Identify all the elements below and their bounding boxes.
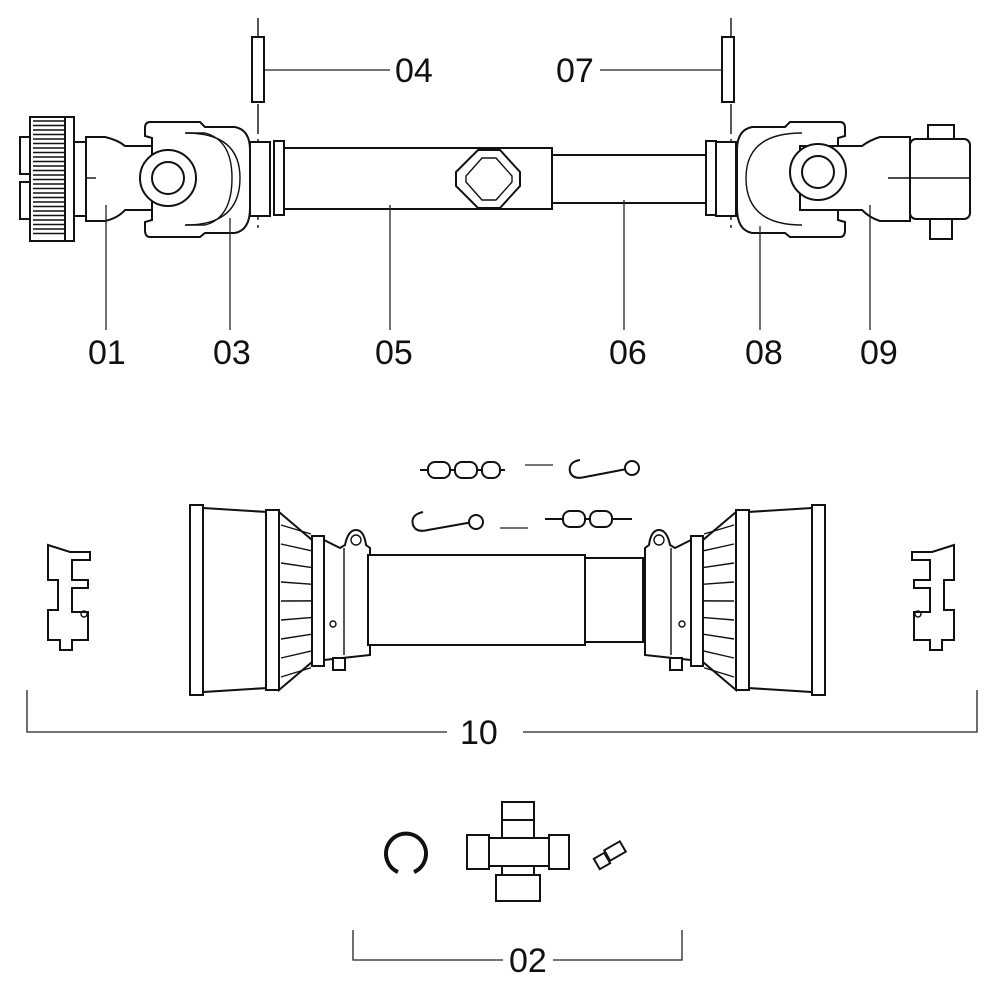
guard-rib <box>703 650 735 659</box>
guard-rib <box>280 616 312 621</box>
circlip <box>384 831 428 874</box>
safety-chain-2 <box>545 510 632 528</box>
cross-bearing-right <box>789 143 847 201</box>
part-label-03: 03 <box>213 334 251 372</box>
part-label-07: 07 <box>556 52 594 90</box>
guard-cone-right <box>644 504 826 696</box>
washer-04 <box>251 36 265 103</box>
guard-rib <box>703 667 735 678</box>
retaining-clip-right <box>911 543 955 651</box>
guard-rib <box>280 524 312 535</box>
guard-tube-inner <box>584 557 644 643</box>
flange-right <box>705 140 717 216</box>
safety-chain-1 <box>420 461 505 479</box>
part-label-08: 08 <box>745 334 783 372</box>
clamp-bolt <box>909 124 971 240</box>
guard-rib <box>703 616 735 621</box>
tube-profile-triangle <box>455 149 521 209</box>
part-label-09: 09 <box>860 334 898 372</box>
guard-rib <box>703 524 735 535</box>
part-label-06: 06 <box>609 334 647 372</box>
grease-nipple <box>592 839 628 871</box>
guard-rib <box>280 581 312 585</box>
knurled-collar-left <box>19 116 75 242</box>
guard-rib <box>703 633 735 640</box>
cross-journal <box>466 801 570 902</box>
retaining-clip-left <box>47 543 91 651</box>
leader-lines <box>105 69 871 330</box>
part-label-10: 10 <box>460 714 498 752</box>
bracket-02 <box>352 930 683 961</box>
guard-rib <box>280 633 312 640</box>
bracket-10 <box>26 690 978 733</box>
guard-cone-left <box>189 504 371 696</box>
guard-rib <box>703 543 735 552</box>
snap-hook-2 <box>411 511 484 532</box>
guard-rib <box>280 562 312 569</box>
guard-rib <box>703 581 735 585</box>
guard-rib <box>280 543 312 552</box>
part-label-05: 05 <box>375 334 413 372</box>
guard-rib <box>280 650 312 659</box>
flange-left <box>273 140 285 216</box>
guard-rib <box>280 667 312 678</box>
part-label-02: 02 <box>509 942 547 980</box>
tube-06 <box>551 154 709 204</box>
washer-07 <box>721 36 735 103</box>
part-label-04: 04 <box>395 52 433 90</box>
part-label-01: 01 <box>88 334 126 372</box>
snap-hook-1 <box>568 459 640 479</box>
cross-bearing-left <box>139 149 197 207</box>
guard-tube-outer <box>367 554 586 646</box>
guard-rib <box>703 562 735 569</box>
